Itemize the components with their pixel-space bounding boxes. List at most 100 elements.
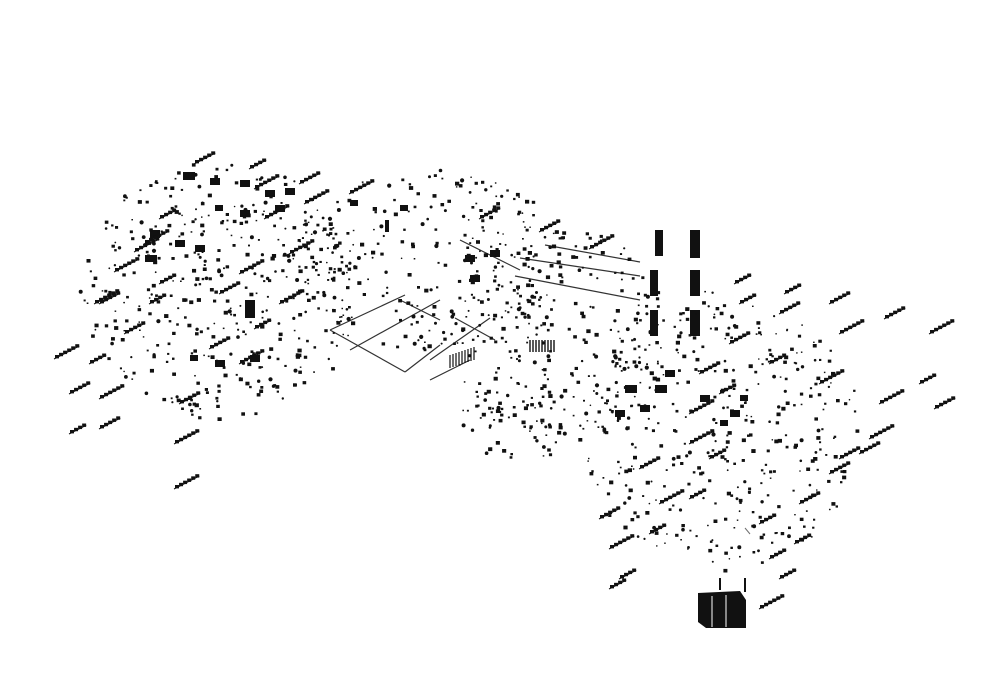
fixture-mark: [794, 362, 798, 365]
fixture-mark: [750, 420, 755, 424]
chair: [119, 265, 124, 270]
fixture-mark: [351, 321, 356, 326]
fixture-mark: [633, 317, 638, 322]
chair: [626, 536, 631, 540]
chair: [116, 291, 121, 295]
chair: [660, 500, 664, 504]
fixture-mark: [307, 221, 310, 224]
chair: [164, 277, 169, 282]
fixture-dot: [595, 392, 599, 395]
fixture-dot: [531, 267, 535, 271]
row-base: [113, 258, 140, 273]
fixture-mark: [193, 251, 196, 254]
fixture-mark: [297, 353, 302, 358]
fixture-mark: [255, 292, 258, 295]
fixture-mark: [138, 305, 141, 308]
fixture-mark: [104, 324, 109, 328]
row-base: [858, 442, 881, 455]
chair: [752, 293, 757, 297]
fixture-mark: [745, 399, 747, 402]
chair: [876, 441, 881, 445]
seating-row: [218, 281, 241, 295]
chair: [800, 500, 804, 504]
fixture-mark: [699, 472, 703, 476]
fixture-mark: [601, 425, 604, 428]
fixture-mark: [205, 391, 209, 394]
row-base: [253, 175, 280, 190]
fixture-mark: [126, 295, 129, 299]
fixture-dot: [773, 315, 776, 318]
fixture-mark: [222, 327, 225, 330]
chair: [275, 174, 280, 178]
row-base: [733, 274, 752, 285]
chair: [111, 291, 116, 295]
seating-row: [53, 344, 80, 360]
chair: [648, 460, 653, 465]
row-base: [648, 524, 667, 535]
fixture-mark: [280, 202, 283, 204]
fixture-mark: [554, 441, 557, 444]
fixture-mark: [780, 532, 785, 536]
fixture-mark: [259, 389, 264, 393]
fixture-mark: [567, 327, 571, 331]
fixture-mark: [574, 245, 578, 248]
fixture-dot: [470, 428, 475, 432]
chair: [735, 280, 739, 284]
fixture-mark: [513, 197, 516, 201]
fixture-mark: [640, 368, 643, 371]
chair: [129, 327, 134, 332]
fixture-mark: [310, 255, 315, 260]
fixture-mark: [281, 269, 285, 273]
fixture-mark: [443, 337, 447, 341]
fixture-mark: [217, 417, 222, 421]
fixture-dot: [426, 217, 430, 221]
chair: [133, 325, 138, 330]
chair: [292, 293, 297, 297]
fixture-mark: [481, 226, 484, 229]
fixture-mark: [793, 404, 796, 407]
fixture-mark: [530, 403, 534, 407]
fixture-dot: [303, 210, 307, 214]
chair: [98, 355, 103, 360]
chair: [780, 594, 785, 598]
fixture-mark: [306, 339, 309, 343]
fixture-mark: [495, 441, 500, 445]
fixture-mark: [352, 229, 355, 232]
fixture-mark: [659, 444, 664, 448]
chair: [496, 206, 501, 210]
fixture-dot: [799, 459, 803, 463]
fixture-mark: [758, 515, 762, 519]
fixture-mark: [260, 386, 264, 389]
fixture-dot: [626, 416, 631, 420]
fixture-mark: [786, 329, 788, 332]
fixture-mark: [311, 295, 316, 300]
fixture-dot: [141, 235, 146, 240]
chair: [808, 495, 813, 500]
fixture-mark: [311, 265, 315, 269]
fixture-mark: [535, 326, 539, 330]
fixture-mark: [726, 460, 729, 463]
fixture-mark: [376, 242, 380, 245]
fixture-dot: [487, 314, 490, 317]
chair: [951, 396, 956, 400]
chair: [792, 568, 797, 572]
fixture-dot: [497, 283, 501, 287]
fixture-mark: [594, 420, 597, 423]
chair: [782, 353, 787, 357]
fixture-dot: [543, 235, 547, 239]
fixture-mark: [131, 378, 134, 380]
fixture-mark: [488, 447, 493, 452]
fixture-dot: [456, 342, 459, 344]
chair: [668, 495, 673, 500]
fixture-mark: [509, 456, 513, 459]
fixture-mark: [587, 375, 590, 377]
chair: [924, 377, 929, 382]
seating-row: [838, 319, 865, 335]
chair: [115, 289, 120, 293]
fixture-mark: [347, 334, 349, 337]
fixture-mark: [775, 532, 778, 534]
fixture-mark: [675, 409, 679, 413]
chair: [764, 602, 769, 607]
fixture-mark: [548, 425, 552, 429]
fixture-dot: [312, 230, 318, 235]
